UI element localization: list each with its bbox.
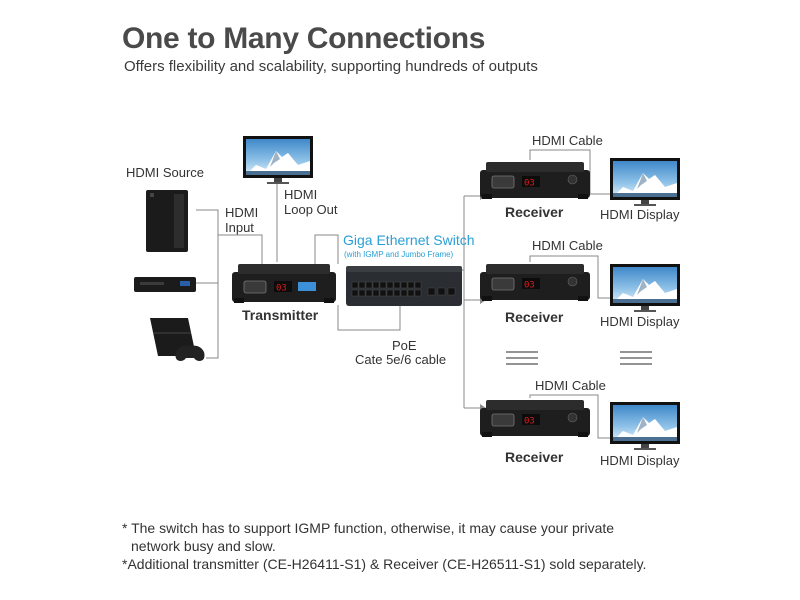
poe-label: PoE xyxy=(392,338,417,353)
cable-type-label: Cate 5e/6 cable xyxy=(355,352,447,367)
hdmi-display-label-2: HDMI Display xyxy=(600,314,680,329)
receiver-device-2 xyxy=(479,263,591,302)
game-console-icon xyxy=(150,318,205,361)
pc-tower-icon xyxy=(146,190,188,252)
hdmi-cable-label-3: HDMI Cable xyxy=(535,378,606,393)
loop-out-monitor-icon xyxy=(243,136,313,184)
note-line-2: network busy and slow. xyxy=(131,538,276,554)
bluray-player-icon xyxy=(134,277,196,292)
hdmi-display-icon-3 xyxy=(610,402,680,450)
ethernet-switch-device xyxy=(346,266,462,306)
hdmi-display-label-3: HDMI Display xyxy=(600,453,680,468)
hdmi-display-label-1: HDMI Display xyxy=(600,207,680,222)
receiver-label-3: Receiver xyxy=(505,449,564,465)
transmitter-device: 03 xyxy=(232,264,336,303)
receiver-device-1 xyxy=(479,161,591,200)
hdmi-display-icon-1 xyxy=(610,158,680,206)
note-line-3: *Additional transmitter (CE-H26411-S1) &… xyxy=(122,556,647,572)
transmitter-label: Transmitter xyxy=(242,307,319,323)
page-title: One to Many Connections xyxy=(122,22,486,55)
switch-subtitle: (with IGMP and Jumbo Frame) xyxy=(344,250,454,259)
hdmi-cable-label-2: HDMI Cable xyxy=(532,238,603,253)
hdmi-display-icon-2 xyxy=(610,264,680,312)
hdmi-source-label: HDMI Source xyxy=(126,165,205,180)
note-line-1: * The switch has to support IGMP functio… xyxy=(122,520,615,536)
hdmi-loop-out-label: HDMI Loop Out xyxy=(284,187,338,217)
svg-text:03: 03 xyxy=(276,284,287,294)
hdmi-cable-label-1: HDMI Cable xyxy=(532,133,603,148)
more-receivers-indicator xyxy=(506,351,652,365)
receiver-device-3 xyxy=(479,399,591,438)
receiver-label-1: Receiver xyxy=(505,204,564,220)
page-subtitle: Offers flexibility and scalability, supp… xyxy=(124,58,538,75)
hdmi-input-label: HDMI Input xyxy=(225,205,259,235)
connection-lines xyxy=(196,149,610,439)
switch-title: Giga Ethernet Switch xyxy=(343,232,475,248)
receiver-label-2: Receiver xyxy=(505,309,564,325)
